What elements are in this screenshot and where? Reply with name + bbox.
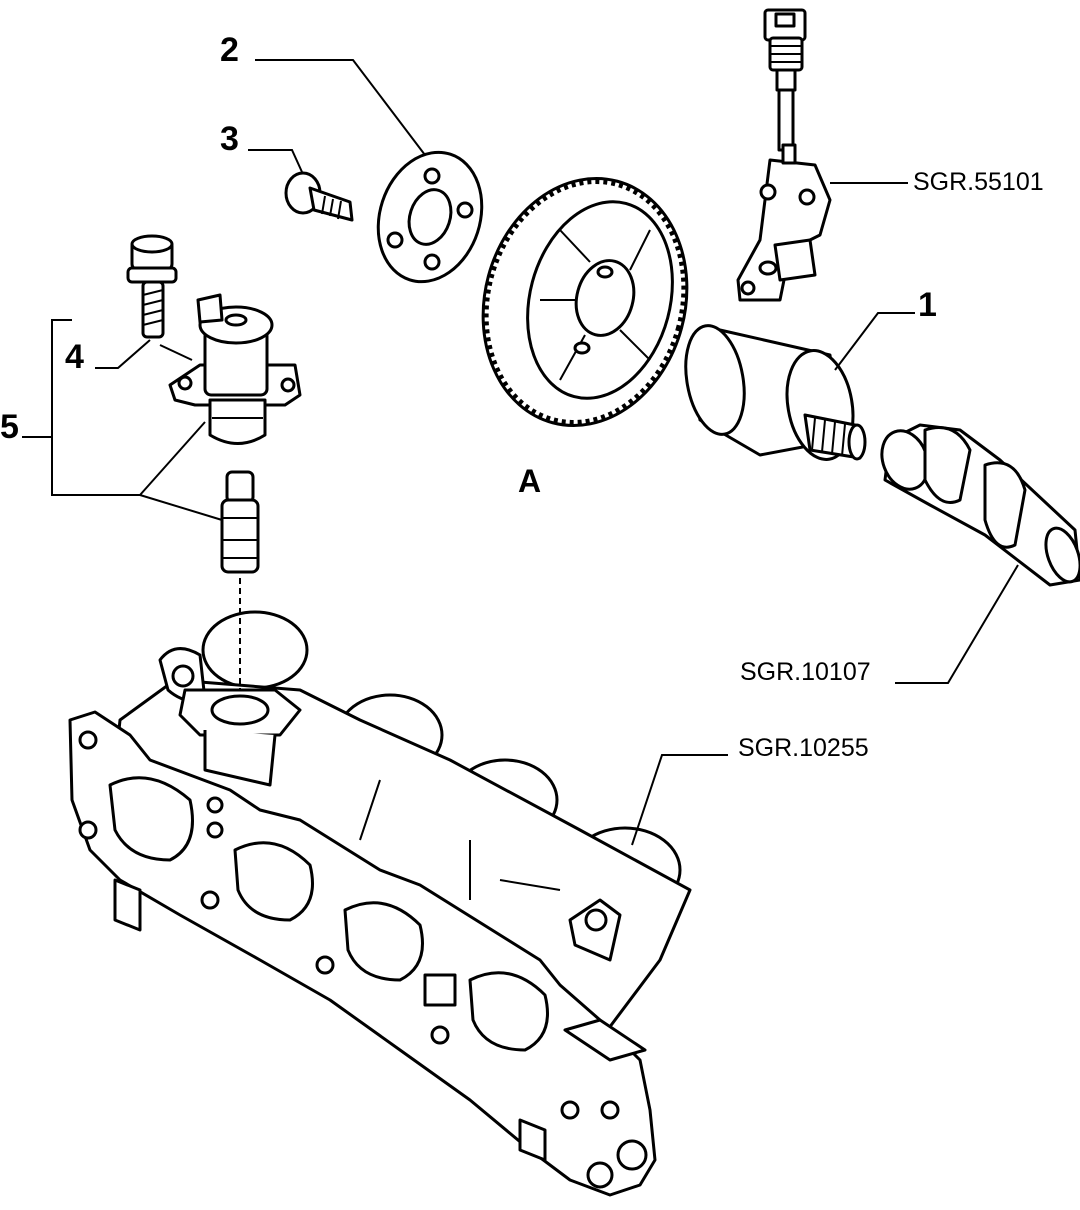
pin-drawing xyxy=(220,470,260,690)
callout-item-3: 3 xyxy=(220,120,239,158)
sensor-housing-drawing xyxy=(168,293,302,445)
leader-lines xyxy=(22,59,1019,846)
cylinder-head-drawing xyxy=(68,610,692,1197)
phase-sensor-drawing xyxy=(736,8,832,302)
bolt-item-3-drawing xyxy=(284,171,354,222)
camshaft-drawing xyxy=(880,423,1080,587)
callout-item-1: 1 xyxy=(918,286,937,324)
reference-sgr-10255: SGR.10255 xyxy=(738,734,869,762)
variator-item-1-drawing xyxy=(684,324,867,461)
view-letter-a: A xyxy=(518,463,542,499)
callout-item-5: 5 xyxy=(0,408,19,446)
bolt-item-4-drawing xyxy=(126,234,178,339)
plate-item-2-drawing xyxy=(376,150,484,284)
reference-sgr-55101: SGR.55101 xyxy=(913,168,1044,196)
reference-sgr-10107: SGR.10107 xyxy=(740,658,871,686)
callout-item-4: 4 xyxy=(65,338,84,376)
timing-gear-drawing xyxy=(481,177,689,427)
callout-item-2: 2 xyxy=(220,31,239,69)
